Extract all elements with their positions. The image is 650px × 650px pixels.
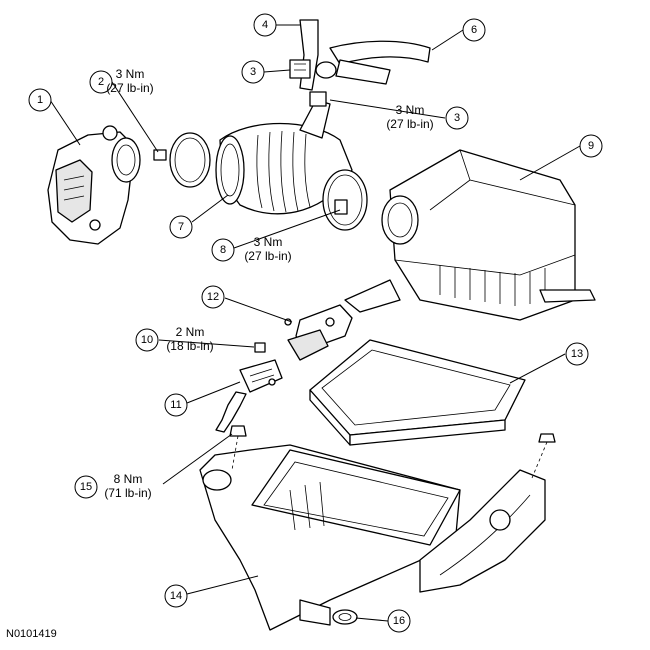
svg-text:15: 15 bbox=[80, 481, 92, 493]
svg-text:(27 lb-in): (27 lb-in) bbox=[244, 249, 291, 263]
svg-text:10: 10 bbox=[141, 334, 153, 346]
svg-text:7: 7 bbox=[178, 221, 184, 233]
svg-text:8: 8 bbox=[220, 244, 226, 256]
svg-text:14: 14 bbox=[170, 590, 182, 602]
callout-16: 16 bbox=[387, 609, 411, 633]
callout-9: 9 bbox=[579, 134, 603, 158]
svg-text:(27 lb-in): (27 lb-in) bbox=[106, 81, 153, 95]
svg-text:1: 1 bbox=[37, 94, 43, 106]
svg-text:3: 3 bbox=[454, 112, 460, 124]
callout-11: 11 bbox=[164, 393, 188, 417]
callout-7: 7 bbox=[169, 215, 193, 239]
grommet-drawing bbox=[332, 609, 358, 625]
callout-4: 4 bbox=[253, 13, 277, 37]
leader-lines bbox=[49, 24, 581, 622]
callout-1: 1 bbox=[28, 88, 52, 112]
svg-text:13: 13 bbox=[571, 348, 583, 360]
throttle-body-drawing bbox=[47, 125, 141, 245]
svg-text:3 Nm: 3 Nm bbox=[396, 103, 425, 117]
callout-14: 14 bbox=[164, 584, 188, 608]
svg-text:(71 lb-in): (71 lb-in) bbox=[104, 486, 151, 500]
callout-12: 12 bbox=[201, 285, 225, 309]
callout-3-connector: 3 bbox=[241, 60, 265, 84]
mounting-bolt-drawing bbox=[229, 425, 556, 479]
mass-air-flow-sensor-drawing bbox=[284, 304, 353, 361]
svg-text:11: 11 bbox=[170, 399, 181, 411]
figure-id: N0101419 bbox=[6, 628, 57, 640]
callout-10: 10 2 Nm (18 lb-in) bbox=[135, 325, 214, 353]
svg-text:2 Nm: 2 Nm bbox=[176, 325, 205, 339]
callout-8: 8 3 Nm (27 lb-in) bbox=[211, 235, 292, 263]
sensor-connector-drawing bbox=[215, 359, 283, 433]
svg-text:9: 9 bbox=[588, 140, 594, 152]
crankcase-vent-hose-drawing bbox=[299, 19, 431, 91]
svg-text:2: 2 bbox=[98, 76, 104, 88]
callout-2: 2 3 Nm (27 lb-in) bbox=[89, 67, 154, 95]
svg-text:3 Nm: 3 Nm bbox=[116, 67, 145, 81]
air-cleaner-clamp-drawing bbox=[322, 169, 368, 231]
air-inlet-tube-drawing bbox=[215, 99, 353, 215]
throttle-clamp-drawing bbox=[153, 132, 211, 188]
callout-15: 15 8 Nm (71 lb-in) bbox=[74, 472, 152, 500]
callout-13: 13 bbox=[565, 342, 589, 366]
svg-text:4: 4 bbox=[262, 19, 268, 31]
svg-text:3 Nm: 3 Nm bbox=[254, 235, 283, 249]
callout-6: 6 bbox=[462, 18, 486, 42]
air-cleaner-lower-housing-drawing bbox=[199, 444, 546, 631]
svg-text:6: 6 bbox=[471, 24, 477, 36]
air-cleaner-cover-drawing bbox=[344, 149, 596, 321]
svg-text:3: 3 bbox=[250, 66, 256, 78]
svg-text:12: 12 bbox=[207, 291, 219, 303]
callout-3-torque: 3 3 Nm (27 lb-in) bbox=[386, 103, 469, 131]
svg-text:(18 lb-in): (18 lb-in) bbox=[166, 339, 213, 353]
connector-drawing bbox=[289, 59, 327, 107]
air-filter-element-drawing bbox=[309, 339, 526, 446]
svg-text:16: 16 bbox=[393, 615, 405, 627]
svg-text:(27 lb-in): (27 lb-in) bbox=[386, 117, 433, 131]
svg-text:8 Nm: 8 Nm bbox=[114, 472, 143, 486]
sensor-screw-drawing bbox=[254, 342, 266, 353]
